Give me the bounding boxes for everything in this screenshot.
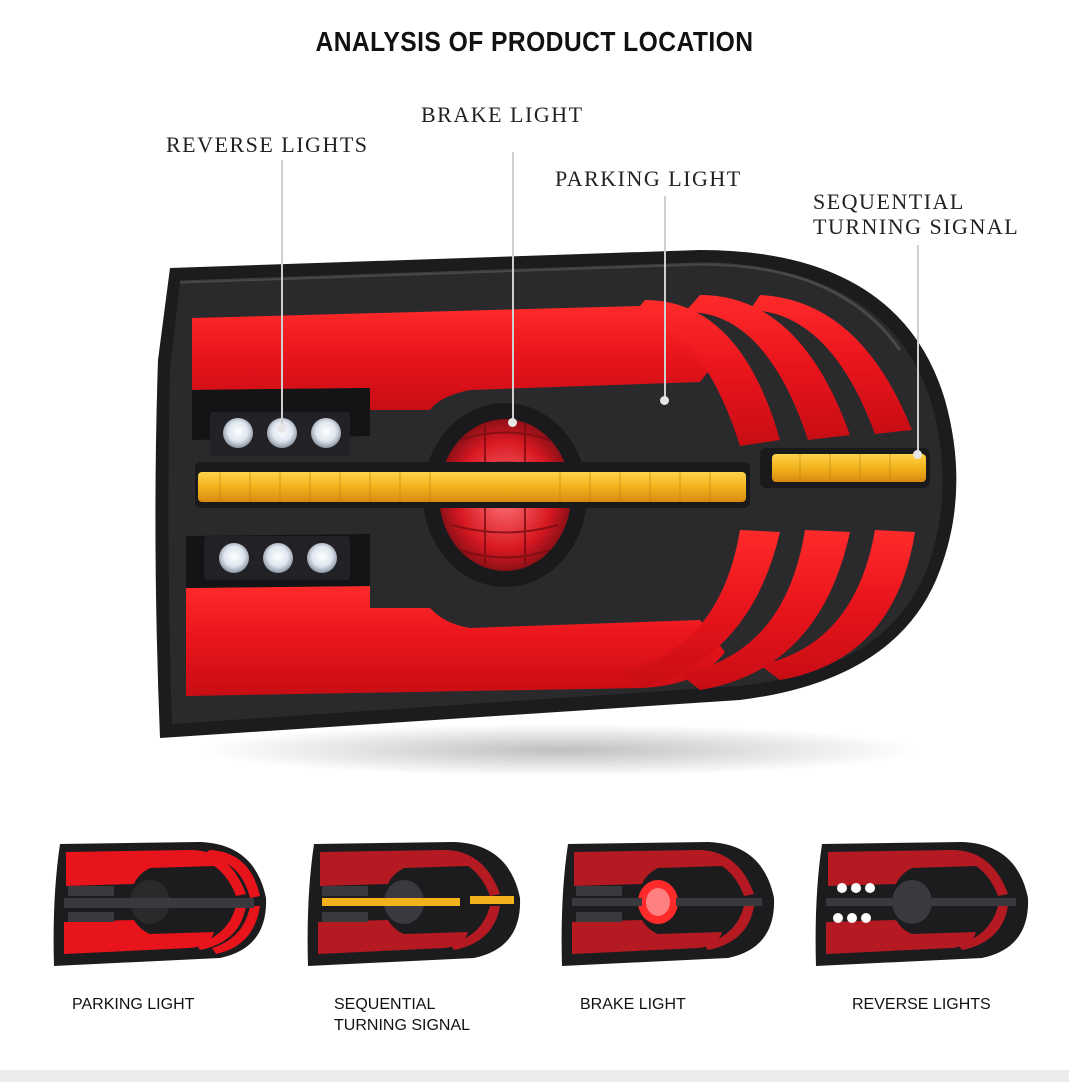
thumbnail-label-brake-line1: BRAKE LIGHT <box>580 996 686 1013</box>
leader-dot-sequential-signal <box>913 450 922 459</box>
thumbnail-label-sequential-line2: TURNING SIGNAL <box>334 1017 471 1034</box>
thumbnail-parking-light <box>53 842 267 966</box>
thumbnail-label-reverse: REVERSE LIGHTS <box>852 994 991 1015</box>
thumbnail-reverse-lights <box>815 842 1029 966</box>
leader-line-brake-light <box>512 152 514 422</box>
leader-line-parking-light <box>664 196 666 398</box>
thumbnail-sequential-turning-signal <box>307 842 521 966</box>
tail-light-main-illustration <box>155 250 957 776</box>
callout-sequential-line2: TURNING SIGNAL <box>813 214 1020 239</box>
leader-dot-reverse-lights <box>277 424 286 433</box>
callout-reverse-lights: REVERSE LIGHTS <box>166 132 369 157</box>
leader-dot-parking-light <box>660 396 669 405</box>
page-title: ANALYSIS OF PRODUCT LOCATION <box>315 26 754 57</box>
callout-brake-light-label: BRAKE LIGHT <box>421 102 584 127</box>
bottom-divider-strip <box>0 1070 1069 1082</box>
thumbnail-label-reverse-line1: REVERSE LIGHTS <box>852 996 991 1013</box>
leader-dot-brake-light <box>508 418 517 427</box>
callout-sequential-line1: SEQUENTIAL <box>813 189 965 214</box>
leader-line-reverse-lights <box>281 160 283 428</box>
callout-parking-light: PARKING LIGHT <box>555 166 742 191</box>
callout-parking-light-label: PARKING LIGHT <box>555 166 742 191</box>
callout-sequential-signal: SEQUENTIAL TURNING SIGNAL <box>813 189 1019 239</box>
thumbnail-label-brake: BRAKE LIGHT <box>580 994 686 1015</box>
thumbnail-brake-light <box>561 842 775 966</box>
thumbnail-label-parking-line1: PARKING LIGHT <box>72 996 195 1013</box>
thumbnail-label-sequential: SEQUENTIAL TURNING SIGNAL <box>334 994 470 1036</box>
thumbnail-label-sequential-line1: SEQUENTIAL <box>334 996 436 1013</box>
callout-brake-light: BRAKE LIGHT <box>421 102 584 127</box>
thumbnail-label-parking: PARKING LIGHT <box>72 994 194 1015</box>
leader-line-sequential-signal <box>917 245 919 455</box>
callout-reverse-lights-label: REVERSE LIGHTS <box>166 132 369 157</box>
